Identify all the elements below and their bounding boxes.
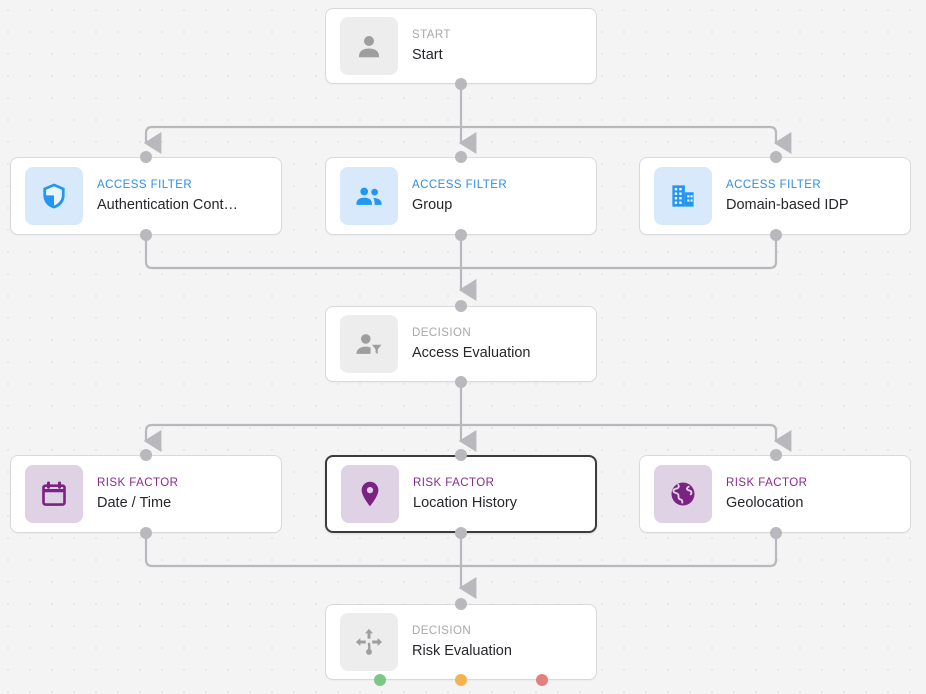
- port-out-start[interactable]: [455, 78, 467, 90]
- node-title: Domain-based IDP: [726, 196, 849, 213]
- node-labels: DECISION Risk Evaluation: [412, 624, 512, 661]
- person-icon: [340, 17, 398, 75]
- port-out-risk-high[interactable]: [536, 674, 548, 686]
- node-title: Geolocation: [726, 494, 804, 511]
- port-out-date-time[interactable]: [140, 527, 152, 539]
- port-out-group[interactable]: [455, 229, 467, 241]
- port-in-date-time[interactable]: [140, 449, 152, 461]
- port-in-authentication-context[interactable]: [140, 151, 152, 163]
- port-out-risk-medium[interactable]: [455, 674, 467, 686]
- node-start[interactable]: START Start: [325, 8, 597, 84]
- port-out-domain-based-idp[interactable]: [770, 229, 782, 241]
- node-date-time[interactable]: RISK FACTOR Date / Time: [10, 455, 282, 533]
- node-kind: DECISION: [412, 326, 472, 339]
- port-in-group[interactable]: [455, 151, 467, 163]
- port-out-geolocation[interactable]: [770, 527, 782, 539]
- map-pin-icon: [341, 465, 399, 523]
- port-out-authentication-context[interactable]: [140, 229, 152, 241]
- shield-icon: [25, 167, 83, 225]
- node-authentication-context[interactable]: ACCESS FILTER Authentication Cont…: [10, 157, 282, 235]
- port-in-access-evaluation[interactable]: [455, 300, 467, 312]
- calendar-icon: [25, 465, 83, 523]
- node-labels: RISK FACTOR Location History: [413, 476, 517, 513]
- node-location-history[interactable]: RISK FACTOR Location History: [325, 455, 597, 533]
- node-kind: RISK FACTOR: [97, 476, 179, 489]
- node-title: Group: [412, 196, 453, 213]
- node-kind: ACCESS FILTER: [726, 178, 822, 191]
- port-in-geolocation[interactable]: [770, 449, 782, 461]
- node-group[interactable]: ACCESS FILTER Group: [325, 157, 597, 235]
- port-out-location-history[interactable]: [455, 527, 467, 539]
- node-labels: ACCESS FILTER Authentication Cont…: [97, 178, 238, 215]
- building-icon: [654, 167, 712, 225]
- port-in-domain-based-idp[interactable]: [770, 151, 782, 163]
- node-kind: START: [412, 28, 451, 41]
- node-kind: DECISION: [412, 624, 472, 637]
- node-kind: RISK FACTOR: [413, 476, 495, 489]
- node-labels: ACCESS FILTER Domain-based IDP: [726, 178, 849, 215]
- globe-icon: [654, 465, 712, 523]
- node-kind: ACCESS FILTER: [97, 178, 193, 191]
- port-out-access-evaluation[interactable]: [455, 376, 467, 388]
- node-labels: RISK FACTOR Date / Time: [97, 476, 178, 513]
- node-labels: DECISION Access Evaluation: [412, 326, 530, 363]
- branch-arrows-icon: [340, 613, 398, 671]
- person-filter-icon: [340, 315, 398, 373]
- port-out-risk-low[interactable]: [374, 674, 386, 686]
- node-kind: ACCESS FILTER: [412, 178, 508, 191]
- node-risk-evaluation[interactable]: DECISION Risk Evaluation: [325, 604, 597, 680]
- node-labels: RISK FACTOR Geolocation: [726, 476, 807, 513]
- node-labels: ACCESS FILTER Group: [412, 178, 507, 215]
- node-title: Start: [412, 46, 443, 63]
- node-title: Risk Evaluation: [412, 642, 512, 659]
- node-title: Access Evaluation: [412, 344, 531, 361]
- node-title: Authentication Cont…: [97, 196, 239, 213]
- node-kind: RISK FACTOR: [726, 476, 808, 489]
- node-title: Date / Time: [97, 494, 172, 511]
- node-domain-based-idp[interactable]: ACCESS FILTER Domain-based IDP: [639, 157, 911, 235]
- node-labels: START Start: [412, 28, 451, 65]
- node-access-evaluation[interactable]: DECISION Access Evaluation: [325, 306, 597, 382]
- people-group-icon: [340, 167, 398, 225]
- node-geolocation[interactable]: RISK FACTOR Geolocation: [639, 455, 911, 533]
- port-in-location-history[interactable]: [455, 449, 467, 461]
- node-title: Location History: [413, 494, 517, 511]
- port-in-risk-evaluation[interactable]: [455, 598, 467, 610]
